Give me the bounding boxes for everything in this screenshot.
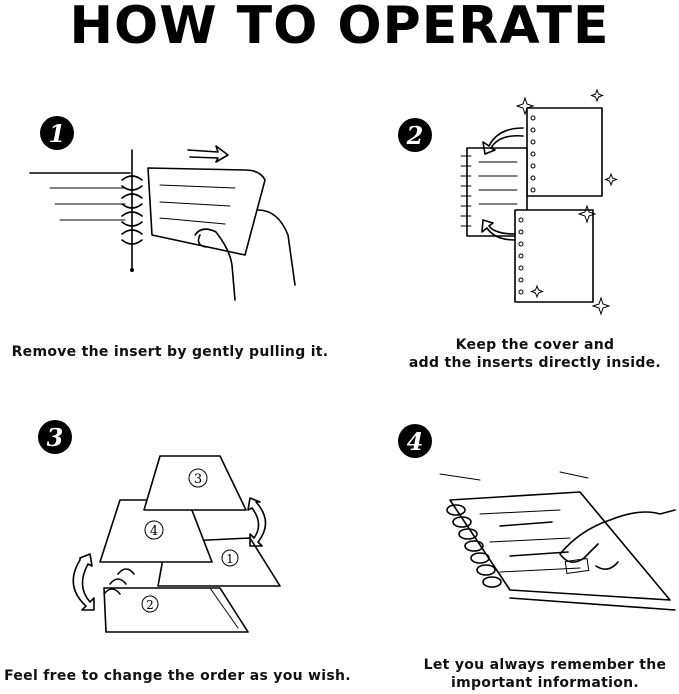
remove-insert-illustration: [29, 145, 296, 301]
page-4-label: 4: [150, 524, 158, 539]
step-number-badge: 2: [398, 118, 432, 152]
step-number-badge: 1: [40, 116, 74, 150]
caption-line: important information.: [450, 675, 639, 691]
caption-line: Let you always remember the: [423, 657, 667, 673]
step-number-badge: 4: [398, 424, 432, 458]
step-caption: Let you always remember the important in…: [405, 656, 679, 692]
step-caption: Keep the cover and add the inserts direc…: [400, 336, 670, 372]
step-caption: Remove the insert by gently pulling it.: [10, 343, 330, 361]
caption-line: Keep the cover and: [455, 337, 615, 353]
step-caption: Feel free to change the order as you wis…: [0, 667, 355, 685]
remember-info-illustration: [439, 471, 676, 611]
add-inserts-illustration: [460, 88, 618, 316]
caption-line: add the inserts directly inside.: [408, 355, 662, 371]
caption-line: Feel free to change the order as you wis…: [4, 668, 351, 684]
page-3-label: 3: [194, 472, 202, 487]
page-2-label: 2: [146, 598, 154, 612]
reorder-pages-illustration: 3 4 1 2: [72, 455, 281, 633]
caption-line: Remove the insert by gently pulling it.: [11, 344, 329, 360]
step-number-badge: 3: [38, 420, 72, 454]
page-1-label: 1: [226, 552, 234, 566]
page-title: HOW TO OPERATE: [69, 0, 610, 56]
